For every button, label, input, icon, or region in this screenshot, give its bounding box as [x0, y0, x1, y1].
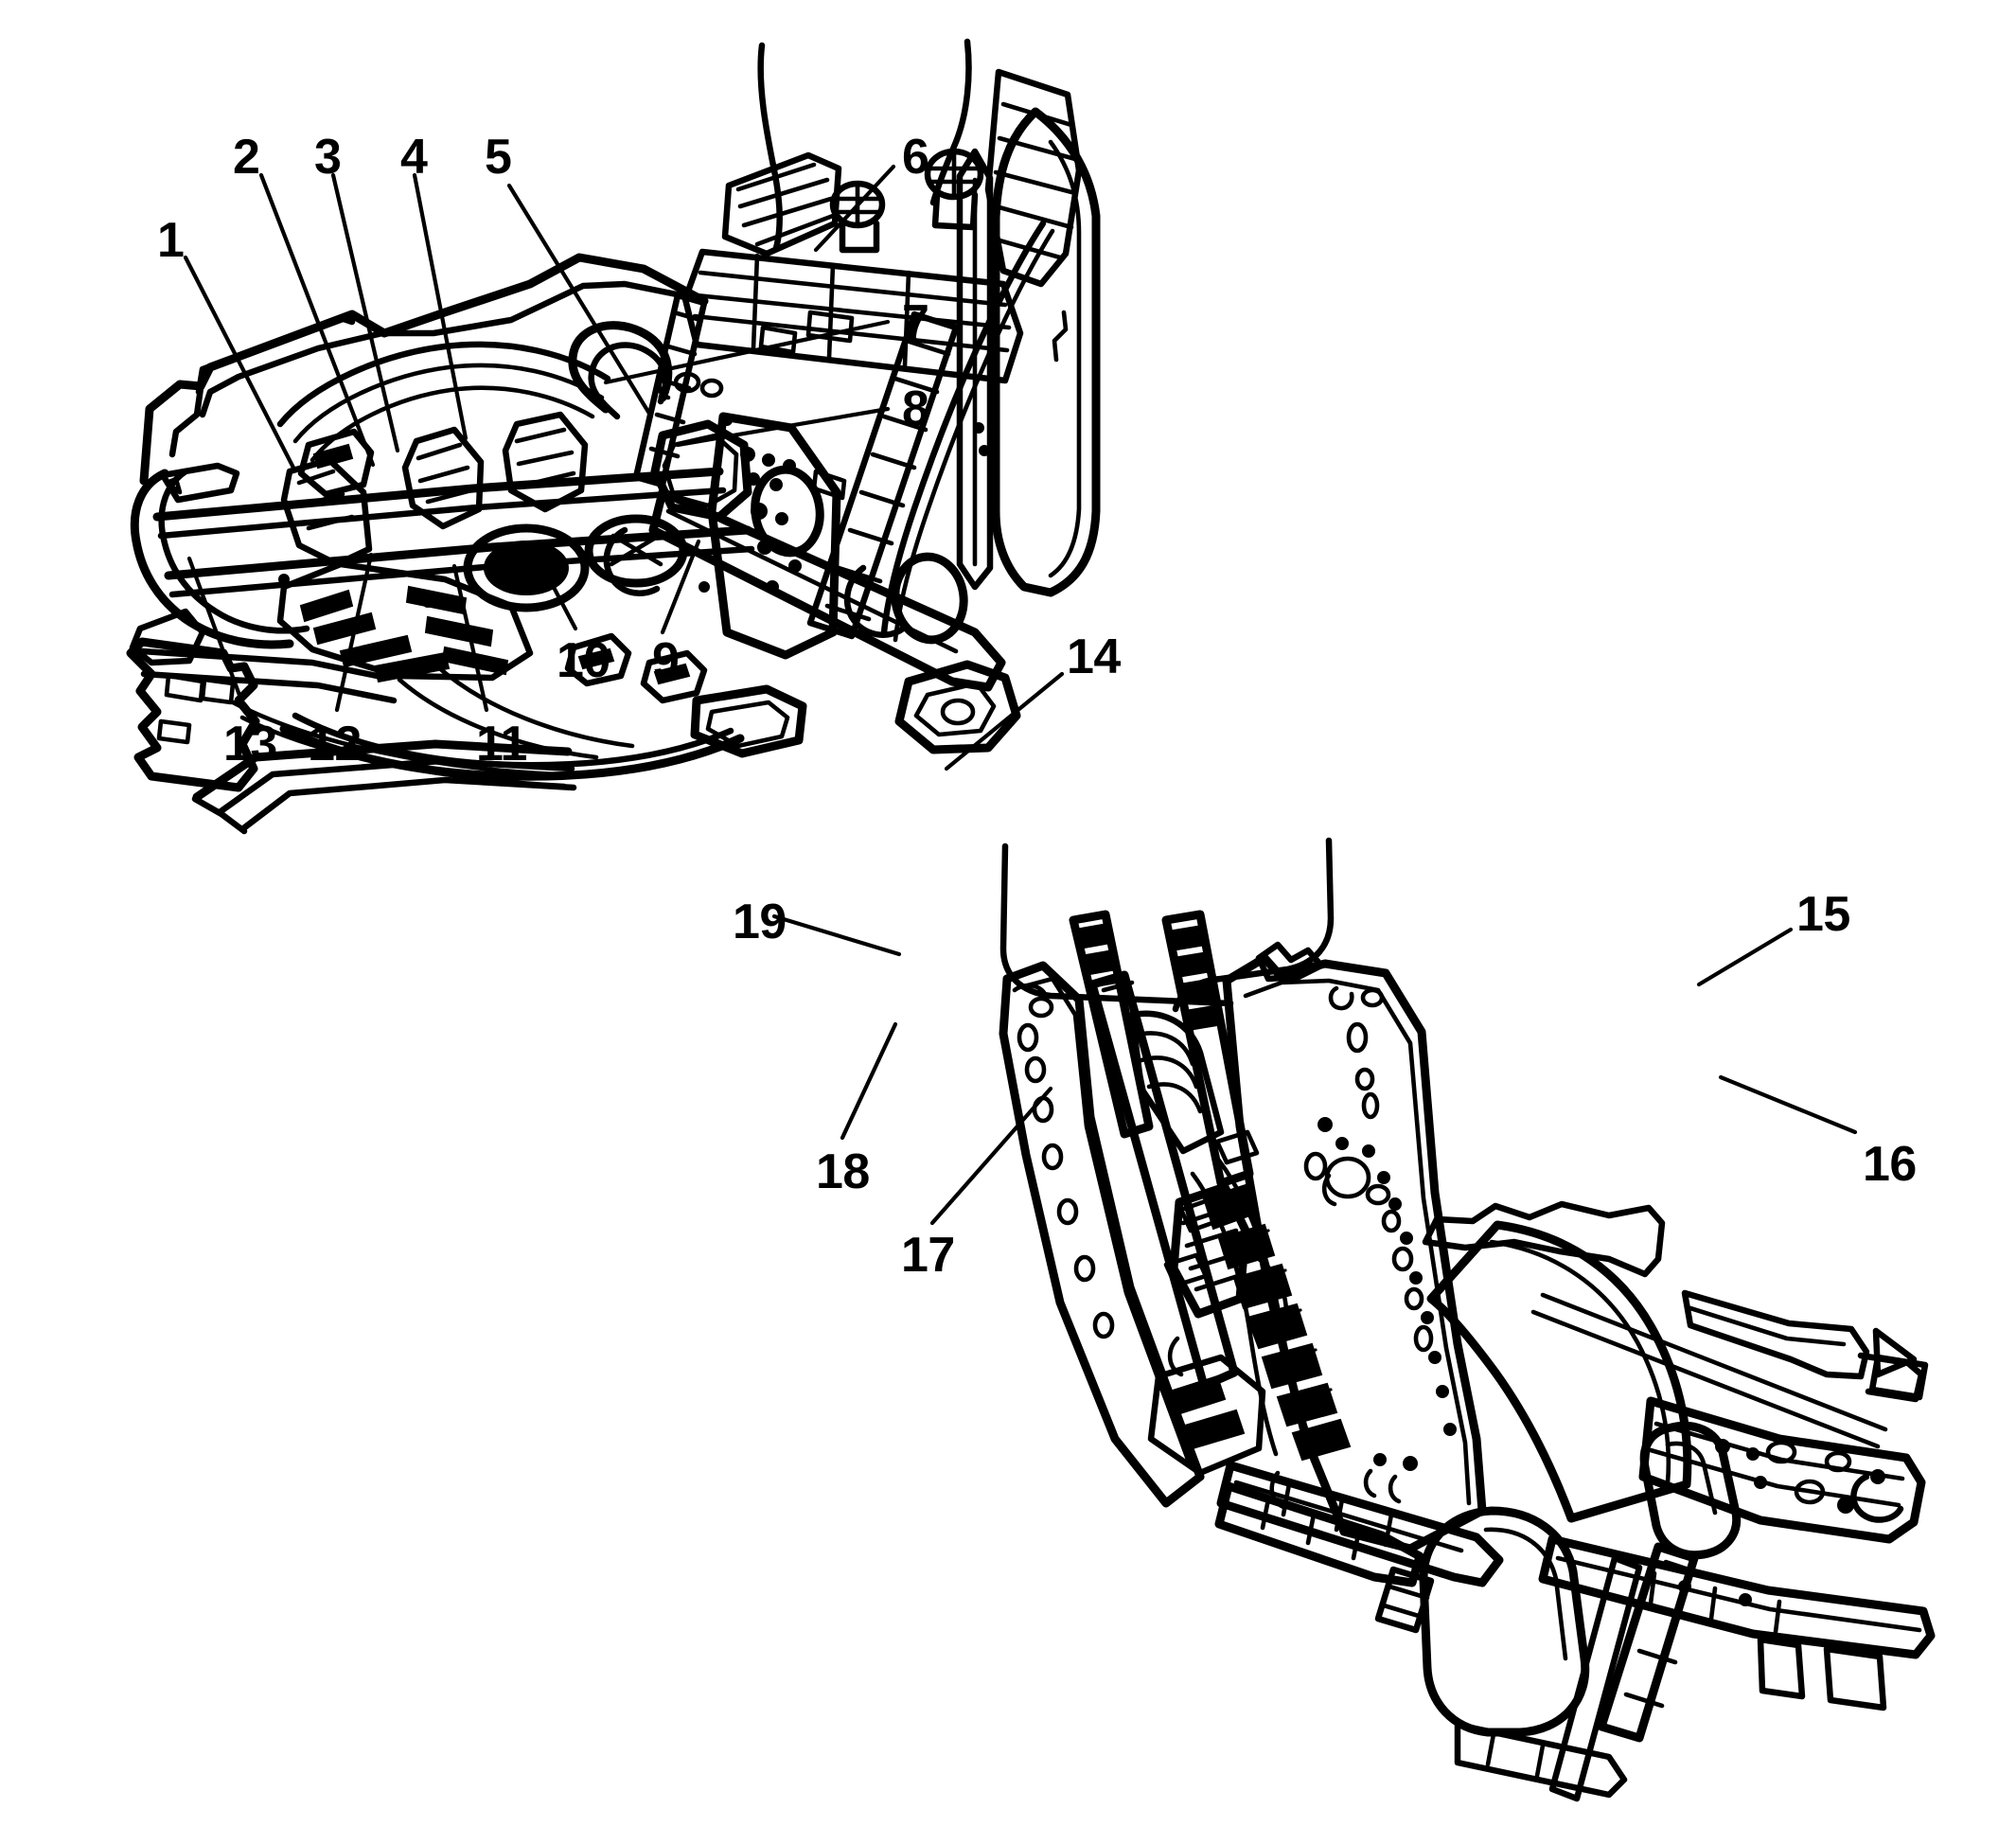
callout-number-19: 19: [733, 895, 787, 949]
callout-leader-lines: [183, 164, 1858, 1226]
callout-leader-18: [840, 1021, 898, 1141]
upper-left-view-artwork: [126, 38, 1101, 835]
callout-leader-8: [675, 406, 891, 448]
callout-number-5: 5: [485, 130, 512, 185]
callout-leader-7: [603, 319, 891, 385]
callout-leader-4: [412, 172, 469, 441]
callout-leader-16: [1718, 1074, 1858, 1135]
callout-number-14: 14: [1067, 629, 1121, 684]
callout-number-7: 7: [902, 295, 929, 350]
callout-leader-19: [771, 913, 902, 957]
harness-connectors: [564, 632, 708, 704]
callout-number-18: 18: [816, 1144, 870, 1199]
callout-leader-1: [183, 255, 297, 472]
callout-leader-3: [330, 172, 400, 453]
callout-number-16: 16: [1863, 1137, 1917, 1192]
callout-leader-14: [944, 671, 1065, 771]
callout-leader-13: [186, 556, 247, 711]
callout-number-12: 12: [308, 717, 362, 771]
callout-number-13: 13: [223, 717, 277, 771]
callout-leader-6: [813, 164, 896, 253]
callout-leader-10: [537, 558, 578, 631]
callout-number-4: 4: [400, 130, 428, 185]
callout-number-10: 10: [557, 633, 610, 688]
lower-right-view-artwork: [999, 837, 1936, 1802]
callout-leader-2: [258, 172, 376, 468]
callout-number-6: 6: [902, 130, 929, 185]
lower-left-mechanism: [1147, 1354, 1266, 1477]
callout-number-9: 9: [652, 633, 680, 688]
callout-leader-17: [929, 1086, 1053, 1226]
callout-number-1: 1: [157, 213, 185, 268]
callout-number-3: 3: [314, 130, 342, 185]
callout-leader-9: [660, 539, 701, 635]
callout-number-8: 8: [902, 381, 929, 436]
callout-number-17: 17: [901, 1228, 955, 1283]
callout-number-15: 15: [1796, 887, 1850, 942]
callout-leader-12: [334, 552, 374, 713]
callout-number-2: 2: [233, 130, 260, 185]
callout-number-11: 11: [476, 717, 527, 771]
callout-leader-15: [1696, 927, 1794, 987]
callout-leader-11: [451, 563, 489, 713]
